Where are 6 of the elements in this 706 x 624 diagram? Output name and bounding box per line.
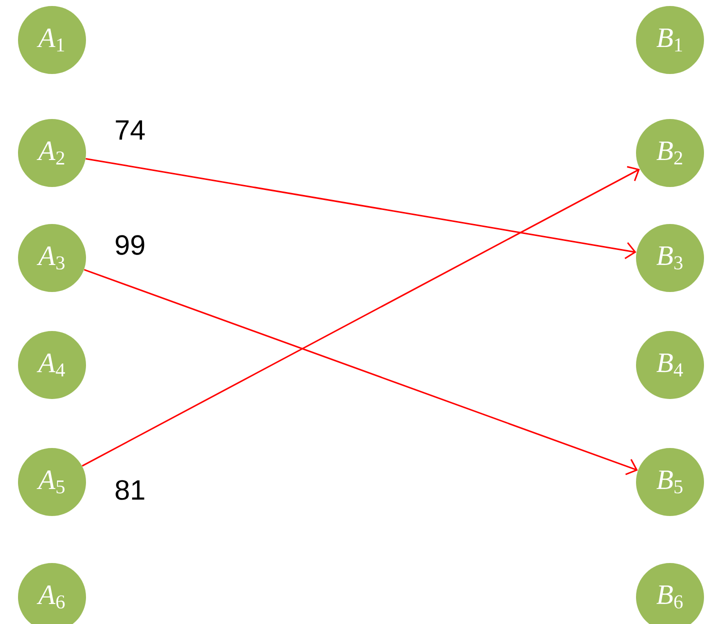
arrow — [82, 166, 640, 467]
arrow — [86, 158, 636, 260]
edge-label: 74 — [113, 119, 147, 141]
edge-label: 99 — [113, 234, 147, 256]
arrow — [84, 268, 638, 476]
edge-label: 81 — [113, 479, 147, 501]
